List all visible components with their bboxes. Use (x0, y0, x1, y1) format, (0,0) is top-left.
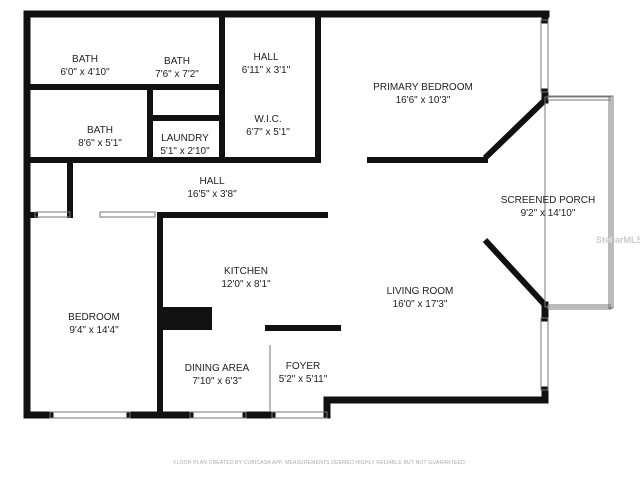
room-name: HALL (199, 176, 225, 187)
room-size: 6'11" x 3'1" (241, 65, 291, 76)
room-size: 12'0" x 8'1" (221, 279, 271, 290)
room-label-hall-2: HALL 16'5" x 3'8" (187, 175, 236, 201)
watermark: StellarMLS (596, 235, 640, 245)
room-name: BATH (87, 125, 113, 136)
room-name: LIVING ROOM (386, 286, 454, 297)
room-name: BEDROOM (68, 312, 120, 323)
room-name: KITCHEN (224, 266, 268, 277)
room-name: FOYER (285, 361, 321, 372)
room-name: LAUNDRY (161, 133, 209, 144)
room-size: 16'5" x 3'8" (187, 189, 237, 200)
bay-walls (482, 97, 548, 308)
room-size: 7'6" x 7'2" (155, 69, 199, 80)
room-size: 16'6" x 10'3" (395, 95, 451, 106)
room-size: 5'2" x 5'11" (278, 374, 328, 385)
room-size: 9'2" x 14'10" (520, 208, 576, 219)
room-label-dining-area: DINING AREA 7'10" x 6'3" (185, 362, 249, 388)
room-name: HALL (253, 52, 279, 63)
room-label-hall-1: HALL 6'11" x 3'1" (242, 51, 291, 77)
room-size: 6'0" x 4'10" (60, 67, 110, 78)
interior-walls (24, 11, 488, 418)
room-size: 9'4" x 14'4" (69, 325, 119, 336)
room-size: 7'10" x 6'3" (192, 376, 242, 387)
room-label-foyer: FOYER 5'2" x 5'11" (279, 360, 328, 386)
room-label-primary-bedroom: PRIMARY BEDROOM 16'6" x 10'3" (373, 81, 473, 107)
room-label-wic: W.I.C. 6'7" x 5'1" (246, 113, 290, 139)
room-size: 5'1" x 2'10" (160, 146, 210, 157)
room-size: 8'6" x 5'1" (78, 138, 122, 149)
windows-porch (34, 19, 614, 419)
room-name: W.I.C. (254, 114, 282, 125)
room-label-screened-porch: SCREENED PORCH 9'2" x 14'10" (501, 194, 595, 220)
room-label-living-room: LIVING ROOM 16'0" x 17'3" (387, 285, 454, 311)
exterior-walls (23, 10, 550, 419)
room-size: 16'0" x 17'3" (392, 299, 448, 310)
room-name: BATH (164, 56, 190, 67)
room-label-bath-2: BATH 7'6" x 7'2" (155, 55, 199, 81)
room-size: 6'7" x 5'1" (246, 127, 290, 138)
room-label-bedroom: BEDROOM 9'4" x 14'4" (68, 311, 120, 337)
room-label-kitchen: KITCHEN 12'0" x 8'1" (221, 265, 270, 291)
room-label-bath-1: BATH 6'0" x 4'10" (60, 53, 109, 79)
footer-disclaimer: FLOOR PLAN CREATED BY CUBICASA APP. MEAS… (173, 460, 467, 466)
room-name: PRIMARY BEDROOM (373, 82, 473, 93)
room-name: DINING AREA (184, 363, 250, 374)
room-label-laundry: LAUNDRY 5'1" x 2'10" (160, 132, 209, 158)
room-name: SCREENED PORCH (500, 195, 596, 206)
kitchen-appliance (162, 307, 212, 330)
room-label-bath-3: BATH 8'6" x 5'1" (78, 124, 122, 150)
room-name: BATH (72, 54, 98, 65)
